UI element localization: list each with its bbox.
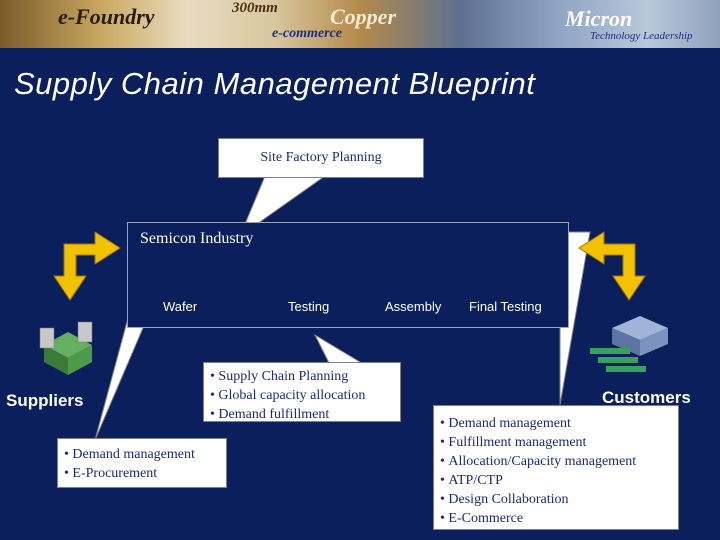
banner-center-text-2: Copper	[330, 4, 396, 29]
site-factory-planning-box: Site Factory Planning	[218, 138, 424, 178]
customer-equipment-icon	[590, 316, 668, 372]
page-title: Supply Chain Management Blueprint	[14, 66, 536, 101]
suppliers-callout-box: Demand management E-Procurement	[57, 438, 227, 488]
stage-label-assembly: Assembly	[385, 299, 442, 314]
stage-label-final-testing: Final Testing	[469, 299, 542, 314]
semicon-industry-box	[127, 222, 569, 328]
customers-label: Customers	[602, 388, 691, 407]
header-banner: e-Foundry 300mm Copper e-commerce Micron…	[0, 0, 720, 48]
banner-right-sub: Technology Leadership	[590, 30, 693, 42]
customers-callout-box: Demand management Fulfillment management…	[433, 405, 679, 530]
industry-callout-box: Supply Chain Planning Global capacity al…	[203, 362, 401, 422]
industry-callout-item: Supply Chain Planning	[210, 367, 400, 386]
customer-item: Allocation/Capacity management	[440, 452, 678, 471]
supplier-item: E-Procurement	[64, 464, 226, 483]
customer-item: E-Commerce	[440, 509, 678, 528]
left-flow-arrow	[53, 231, 121, 301]
customer-item: Demand management	[440, 414, 678, 433]
banner-center-text-1: 300mm	[232, 0, 278, 16]
right-flow-arrow	[578, 231, 646, 301]
customer-item: ATP/CTP	[440, 471, 678, 490]
supplier-item: Demand management	[64, 445, 226, 464]
stage-label-wafer: Wafer	[163, 299, 198, 314]
supplier-warehouse-icon	[39, 321, 93, 375]
site-factory-planning-label: Site Factory Planning	[260, 150, 382, 165]
customer-item: Fulfillment management	[440, 433, 678, 452]
banner-center-text-3: e-commerce	[272, 26, 342, 41]
banner-left-text: e-Foundry	[58, 4, 155, 29]
stage-label-testing: Testing	[288, 299, 330, 314]
industry-callout-item: Demand fulfillment	[210, 405, 400, 424]
industry-callout-tail	[313, 333, 367, 366]
banner-right-text: Micron	[565, 6, 633, 31]
semicon-industry-label: Semicon Industry	[140, 230, 254, 247]
industry-callout-item: Global capacity allocation	[210, 386, 400, 405]
suppliers-label: Suppliers	[6, 391, 84, 410]
customer-item: Design Collaboration	[440, 490, 678, 509]
